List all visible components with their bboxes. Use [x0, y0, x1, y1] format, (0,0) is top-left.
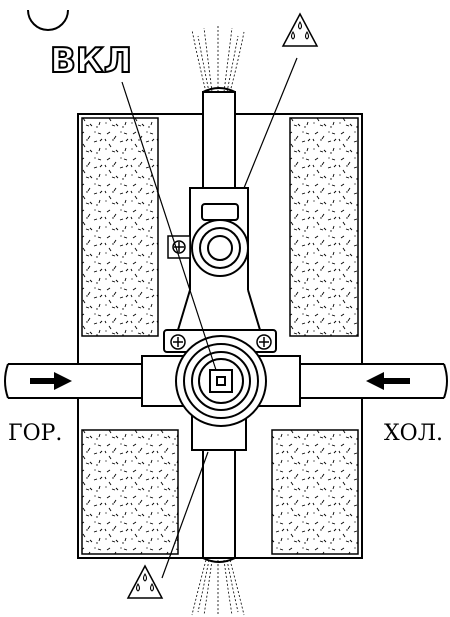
outlet-nut: [191, 203, 249, 277]
label-cold: ХОЛ.: [384, 421, 443, 446]
hot-supply-pipe: [4, 363, 143, 399]
cold-flow-arrow-icon: [366, 372, 410, 390]
water-spray-top: [191, 26, 245, 93]
water-drops-warning-icon: [126, 564, 164, 599]
wall-block-top-left: [81, 117, 159, 337]
riser-pipe-bottom: [202, 447, 236, 563]
hot-flow-arrow-icon: [30, 372, 72, 390]
cartridge-handle: [175, 335, 267, 427]
label-hot: ГОР.: [8, 421, 62, 446]
riser-pipe-top: [202, 87, 236, 191]
mounting-screw-icon: [170, 334, 272, 350]
side-screw-icon: [167, 235, 191, 259]
label-on: ВКЛ: [50, 41, 132, 81]
leader-lines: [121, 57, 298, 579]
water-drops-warning-icon: [281, 12, 319, 47]
wall-block-bottom-left: [81, 429, 179, 555]
wall-block-top-right: [289, 117, 359, 337]
wall-block-bottom-right: [271, 429, 359, 555]
water-spray-bottom: [191, 559, 245, 616]
item-marker-circle: [27, 9, 69, 31]
